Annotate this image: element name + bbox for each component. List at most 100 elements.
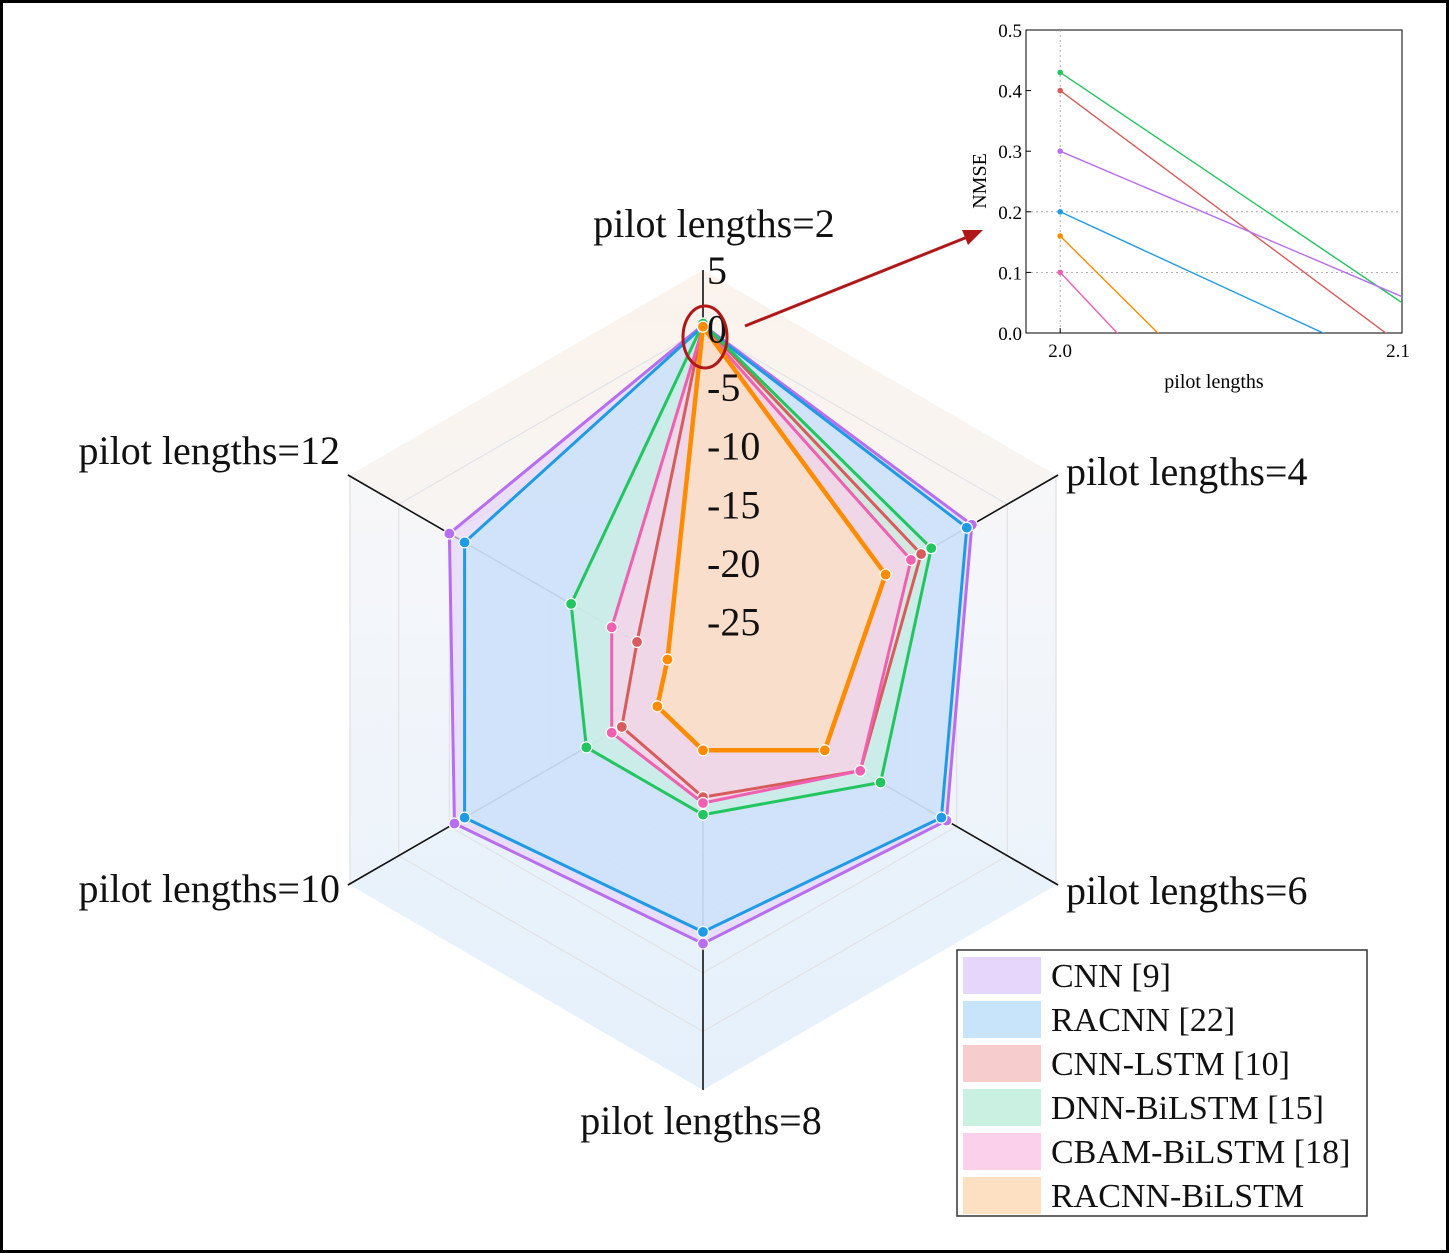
- inset-series-group: [1057, 69, 1402, 333]
- radar-data-point: [615, 720, 628, 733]
- radar-data-point: [879, 568, 892, 581]
- radar-data-point: [874, 776, 887, 789]
- radar-axis-label: pilot lengths=10: [79, 866, 340, 911]
- radar-data-point: [448, 817, 461, 830]
- inset-data-point: [1057, 87, 1063, 94]
- radar-axis-label: pilot lengths=8: [580, 1098, 821, 1143]
- radar-data-point: [630, 635, 644, 649]
- inset-series: [1059, 211, 1325, 333]
- inset-series: [1059, 90, 1387, 333]
- inset-y-tick-label: 0.4: [998, 82, 1022, 103]
- inset-y-tick-label: 0.5: [998, 21, 1022, 42]
- zoom-arrowhead: [962, 230, 983, 245]
- inset-series-line: [1059, 90, 1387, 333]
- inset-y-tick-label: 0.3: [998, 142, 1022, 163]
- radar-data-point: [696, 744, 710, 757]
- radar-series-group: [443, 317, 978, 950]
- legend-label: CNN-LSTM [10]: [1051, 1046, 1290, 1083]
- inset-y-tick-label: 0.0: [998, 324, 1022, 345]
- radar-tick-label: -15: [707, 482, 760, 527]
- radar-axis-labels: pilot lengths=2 pilot lengths=4 pilot leng…: [79, 201, 1308, 1143]
- legend-swatch: [963, 1133, 1041, 1170]
- radar-data-point: [854, 764, 867, 777]
- inset-y-axis-label: NMSE: [969, 153, 991, 209]
- legend-swatch: [963, 1001, 1041, 1038]
- radar-data-point: [904, 553, 918, 567]
- inset-x-axis-label: pilot lengths: [1164, 371, 1264, 393]
- legend-swatch: [963, 1045, 1041, 1082]
- inset-y-tick-label: 0.1: [998, 263, 1022, 284]
- radar-data-point: [651, 700, 664, 713]
- radar-tick-label: -5: [707, 365, 740, 410]
- radar-axis-label: pilot lengths=2: [593, 201, 834, 246]
- inset-x-tick-label: 2.1: [1386, 341, 1410, 362]
- inset-data-point: [1057, 209, 1063, 215]
- inset-x-tick-label: 2.0: [1048, 341, 1072, 362]
- radar-axis-label: pilot lengths=4: [1066, 449, 1307, 494]
- inset-data-point: [1057, 269, 1063, 276]
- radar-tick-label: -25: [707, 599, 760, 644]
- radar-data-point: [915, 547, 928, 561]
- legend-label: CBAM-BiLSTM [18]: [1051, 1134, 1350, 1171]
- legend-item: CNN [9]: [963, 957, 1171, 995]
- legend-box: [956, 949, 1368, 1217]
- radar-data-point: [935, 811, 948, 824]
- radar-tick-label: -10: [707, 424, 760, 469]
- legend-swatch: [963, 957, 1041, 994]
- inset-gridlines: [1026, 30, 1402, 333]
- inset-chart: 0.0 0.1 0.2 0.3 0.4 0.5 2.0 2.1 pilot lengths N…: [969, 21, 1410, 393]
- radar-series-fill: [657, 326, 886, 751]
- legend-item: CBAM-BiLSTM [18]: [963, 1133, 1350, 1171]
- inset-data-point: [1057, 69, 1063, 76]
- radar-tick-label: 0: [707, 307, 727, 352]
- radar-data-point: [960, 521, 973, 534]
- radar-axis-label: pilot lengths=12: [79, 428, 340, 473]
- radar-data-point: [696, 937, 710, 950]
- radar-data-point: [605, 621, 618, 634]
- inset-series-line: [1059, 150, 1402, 298]
- radar-data-point: [458, 536, 471, 549]
- legend: CNN [9] RACNN [22] CNN-LSTM [10] DNN-BiLSTM…: [956, 949, 1368, 1217]
- legend-label: RACNN-BiLSTM: [1051, 1178, 1304, 1215]
- inset-data-point: [1057, 148, 1063, 154]
- radar-data-point: [696, 320, 710, 333]
- inset-tick-labels: 0.0 0.1 0.2 0.3 0.4 0.5 2.0 2.1: [998, 21, 1410, 362]
- radar-data-point: [925, 542, 938, 555]
- radar-data-point: [580, 741, 593, 754]
- inset-series-line: [1059, 71, 1402, 304]
- radar-data-point: [458, 811, 471, 824]
- legend-item: DNN-BiLSTM [15]: [963, 1089, 1324, 1127]
- inset-series-line: [1059, 235, 1159, 333]
- legend-item: RACNN [22]: [963, 1001, 1235, 1039]
- inset-series-line: [1059, 271, 1119, 333]
- zoom-indicator: [681, 230, 983, 370]
- inset-series: [1059, 150, 1402, 298]
- inset-series: [1059, 271, 1119, 333]
- legend-swatch: [963, 1177, 1041, 1214]
- inset-y-tick-label: 0.2: [998, 203, 1022, 224]
- radar-data-point: [605, 726, 618, 739]
- inset-series: [1059, 71, 1402, 304]
- radar-data-point: [565, 597, 578, 610]
- legend-label: DNN-BiLSTM [15]: [1051, 1090, 1324, 1127]
- radar-data-point: [696, 925, 710, 938]
- inset-plot-area: [1025, 29, 1403, 334]
- legend-item: RACNN-BiLSTM: [963, 1177, 1304, 1215]
- radar-data-point: [696, 808, 710, 821]
- radar-data-point: [696, 796, 710, 810]
- legend-item: CNN-LSTM [10]: [963, 1045, 1290, 1083]
- inset-series-line: [1059, 211, 1325, 333]
- radar-tick-label: -20: [707, 541, 760, 586]
- radar-tick-label: 5: [707, 248, 727, 293]
- zoom-arrow: [744, 234, 971, 328]
- zoom-circle: [681, 304, 729, 370]
- radar-axis-label: pilot lengths=6: [1066, 868, 1307, 913]
- radar-data-point: [443, 527, 456, 540]
- legend-label: RACNN [22]: [1051, 1002, 1235, 1039]
- radar-data-point: [661, 653, 674, 666]
- inset-data-point: [1057, 233, 1063, 239]
- radar-data-point: [818, 744, 831, 757]
